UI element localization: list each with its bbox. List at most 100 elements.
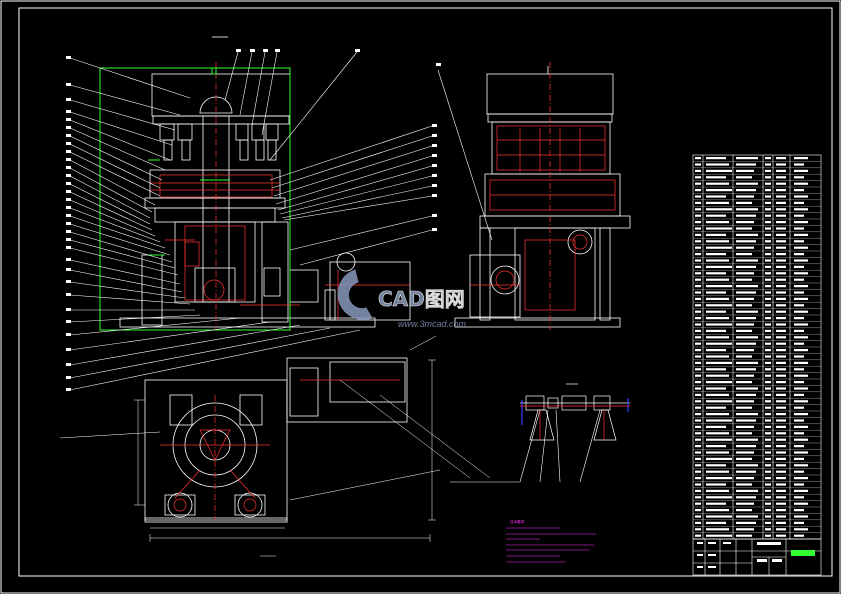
plan-view-callouts xyxy=(450,409,601,483)
parts-list-cell-text xyxy=(776,201,786,204)
parts-list-cell-text xyxy=(695,387,701,390)
parts-list-cell-text xyxy=(794,227,804,230)
parts-list-cell-text xyxy=(695,240,701,243)
parts-list-cell-text xyxy=(736,477,754,480)
parts-list-cell-text xyxy=(794,393,804,396)
parts-list-cell-text xyxy=(695,361,701,364)
parts-list-rows xyxy=(693,161,821,540)
parts-list-cell-text xyxy=(765,393,771,396)
parts-list-cell-text xyxy=(736,438,758,441)
parts-list-cell-text xyxy=(776,361,786,364)
parts-list-cell-text xyxy=(794,201,804,204)
parts-list-cell-text xyxy=(695,182,701,185)
parts-list-cell-text xyxy=(695,176,701,179)
parts-list-cell-text xyxy=(736,419,756,422)
sheet-inner-border xyxy=(18,7,833,577)
parts-list-cell-text xyxy=(794,259,808,262)
parts-list-cell-text xyxy=(736,246,754,249)
parts-list-cell-text xyxy=(695,221,701,224)
parts-list-cell-text xyxy=(765,297,771,300)
parts-list-cell-text xyxy=(736,374,754,377)
parts-list-cell-text xyxy=(706,291,726,294)
parts-list-cell-text xyxy=(765,400,771,403)
parts-list-cell-text xyxy=(695,265,701,268)
parts-list-cell-text xyxy=(765,272,771,275)
parts-list-cell-text xyxy=(736,483,752,486)
parts-list-cell-text xyxy=(765,534,771,537)
technical-requirements-note: 技术要求 xyxy=(506,519,596,563)
parts-list-cell-text xyxy=(695,310,701,313)
parts-list-cell-text xyxy=(765,189,771,192)
parts-list-cell-text xyxy=(706,285,732,288)
parts-list-cell-text xyxy=(736,336,758,339)
parts-list-cell-text xyxy=(706,425,726,428)
parts-list-cell-text xyxy=(695,521,701,524)
detail-view-blue-parts xyxy=(521,398,629,425)
parts-list-cell-text xyxy=(776,265,786,268)
parts-list-cell-text xyxy=(794,445,804,448)
parts-list-cell-text xyxy=(706,233,726,236)
parts-list-cell-text xyxy=(706,208,732,211)
parts-list-cell-text xyxy=(794,221,808,224)
parts-list-cell-text xyxy=(736,189,756,192)
parts-list-cell-text xyxy=(776,374,786,377)
parts-list-cell-text xyxy=(765,163,771,166)
parts-list-cell-text xyxy=(706,201,729,204)
parts-list-cell-text xyxy=(765,477,771,480)
parts-list-cell-text xyxy=(695,323,701,326)
parts-list-cell-text xyxy=(765,381,771,384)
parts-list-cell-text xyxy=(706,297,729,300)
parts-list-cell-text xyxy=(776,163,786,166)
parts-list-cell-text xyxy=(765,355,771,358)
parts-list-cell-text xyxy=(776,413,786,416)
parts-list-cell-text xyxy=(695,201,701,204)
parts-list-cell-text xyxy=(706,534,732,537)
parts-list-cell-text xyxy=(695,336,701,339)
parts-list-cell-text xyxy=(765,182,771,185)
parts-list-cell-text xyxy=(736,534,752,537)
parts-list-cell-text xyxy=(736,285,758,288)
parts-list-cell-text xyxy=(794,477,808,480)
parts-list-cell-text xyxy=(765,195,771,198)
parts-list-cell-text xyxy=(776,406,786,409)
parts-list-cell-text xyxy=(776,291,786,294)
parts-list-cell-text xyxy=(695,355,701,358)
parts-list-cell-text xyxy=(776,464,786,467)
parts-list-cell-text xyxy=(695,425,701,428)
parts-list-cell-text xyxy=(794,189,804,192)
parts-list-cell-text xyxy=(706,272,726,275)
parts-list-cell-text xyxy=(794,355,804,358)
parts-list-cell-text xyxy=(706,521,726,524)
parts-list-cell-text xyxy=(765,336,771,339)
parts-list-cell-text xyxy=(765,457,771,460)
parts-list-cell-text xyxy=(765,240,771,243)
parts-list-cell-text xyxy=(794,233,808,236)
parts-list-cell-text xyxy=(794,509,804,512)
front-view-section-lines xyxy=(150,62,410,330)
parts-list-cell-text xyxy=(776,438,786,441)
parts-list-cell-text xyxy=(695,432,701,435)
parts-list-cell-text xyxy=(794,425,808,428)
parts-list-cell-text xyxy=(736,470,756,473)
parts-list-cell-text xyxy=(736,323,754,326)
parts-list-cell-text xyxy=(706,221,729,224)
parts-list-cell-text xyxy=(765,521,771,524)
parts-list-cell-text xyxy=(765,496,771,499)
parts-list-cell-text xyxy=(706,515,732,518)
parts-list-cell-text xyxy=(695,253,701,256)
parts-list-cell-text xyxy=(765,285,771,288)
parts-list-cell-text xyxy=(776,515,786,518)
parts-list-cell-text xyxy=(776,445,786,448)
parts-list-cell-text xyxy=(706,400,732,403)
parts-list-cell-text xyxy=(736,227,752,230)
parts-list-cell-text xyxy=(695,451,701,454)
parts-list-cell-text xyxy=(736,355,752,358)
parts-list-cell-text xyxy=(736,304,752,307)
parts-list-cell-text xyxy=(736,272,754,275)
parts-list-cell-text xyxy=(695,214,701,217)
parts-list-cell-text xyxy=(736,509,752,512)
parts-list-cell-text xyxy=(695,406,701,409)
parts-list-cell-text xyxy=(765,227,771,230)
parts-list-cell-text xyxy=(765,445,771,448)
